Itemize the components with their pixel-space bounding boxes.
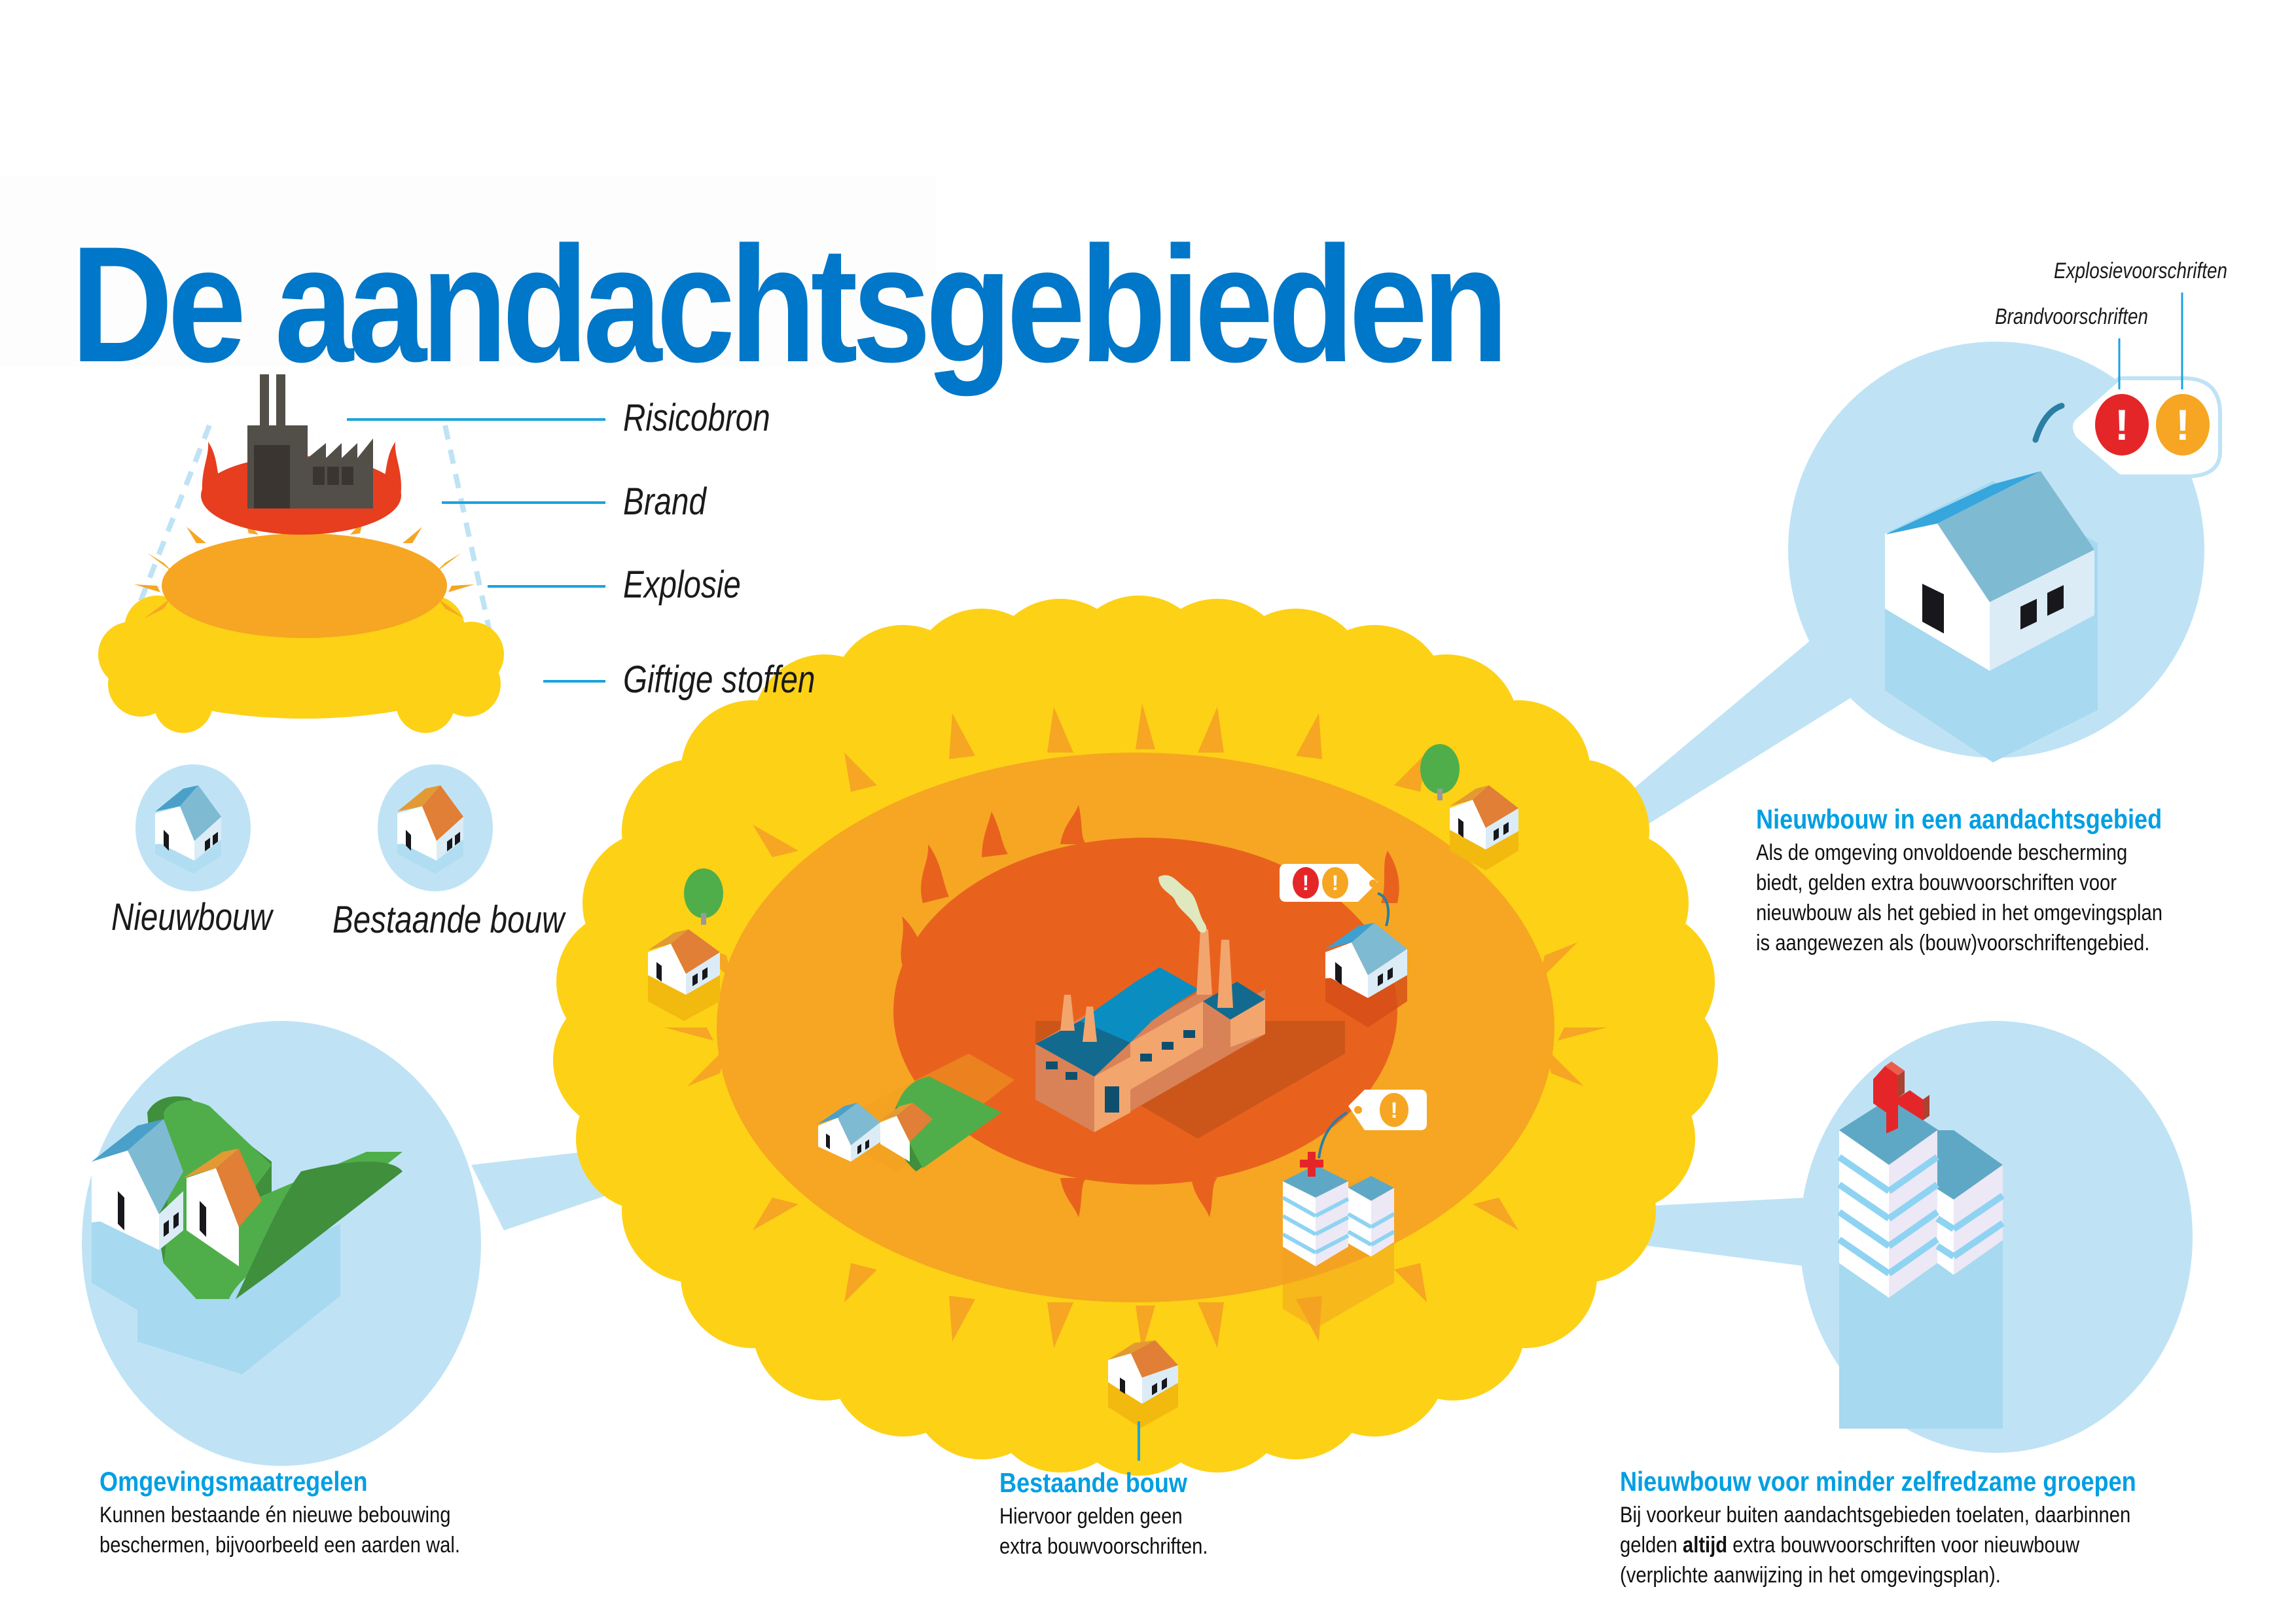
heading-minder-zelfredzaam: Nieuwbouw voor minder zelfredzame groepe…	[1620, 1466, 2136, 1497]
legend-label-risicobron: Risicobron	[623, 397, 770, 439]
legend-pyramid	[98, 374, 605, 733]
nieuwbouw-house-central: ! !	[1280, 864, 1407, 1027]
bestaande-bouw-legend-icon	[378, 764, 493, 891]
bubble-omgevingsmaatregelen	[82, 1021, 481, 1466]
svg-text:!: !	[1390, 1098, 1397, 1123]
svg-text:!: !	[1332, 871, 1339, 895]
legend-label-nieuwbouw: Nieuwbouw	[111, 896, 272, 938]
tree-icon-left	[684, 868, 723, 925]
bestaande-house-bottom	[1108, 1340, 1178, 1461]
svg-text:!: !	[2115, 401, 2129, 449]
text-block-nieuwbouw-aandachtsgebied: Nieuwbouw in een aandachtsgebied Als de …	[1756, 804, 2162, 958]
bestaande-house-top-right	[1450, 785, 1518, 870]
legend-label-giftige-stoffen: Giftige stoffen	[623, 658, 816, 701]
tree-icon-top-right	[1420, 744, 1460, 800]
body-text: extra bouwvoorschriften voor nieuwbouw	[1727, 1533, 2080, 1558]
emphasis-altijd: altijd	[1682, 1533, 1728, 1558]
body-line: nieuwbouw als het gebied in het omgeving…	[1756, 901, 2162, 926]
tag-brand-explosie-large: ! !	[2055, 376, 2222, 478]
legend-label-bestaande-bouw: Bestaande bouw	[332, 899, 565, 941]
body-bestaande-bouw: Hiervoor gelden geen extra bouwvoorschri…	[999, 1501, 1208, 1561]
title-panel-background	[0, 177, 936, 366]
body-omgevingsmaatregelen: Kunnen bestaande én nieuwe bebouwing bes…	[99, 1500, 460, 1560]
bubble-nieuwbouw-aandachtsgebied: ! !	[1788, 293, 2222, 762]
hospital-central: !	[1282, 1090, 1427, 1329]
heading-bestaande-bouw: Bestaande bouw	[999, 1467, 1188, 1498]
body-line: (verplichte aanwijzing in het omgevingsp…	[1620, 1563, 2001, 1588]
label-brandvoorschriften: Brandvoorschriften	[1995, 304, 2149, 329]
nieuwbouw-legend-icon	[135, 764, 251, 891]
body-line: Als de omgeving onvoldoende bescherming	[1756, 840, 2128, 866]
heading-omgevingsmaatregelen: Omgevingsmaatregelen	[99, 1466, 368, 1497]
body-line: Kunnen bestaande én nieuwe bebouwing	[99, 1503, 451, 1528]
body-minder-zelfredzaam: Bij voorkeur buiten aandachtsgebieden to…	[1620, 1500, 2136, 1590]
red-cross-icon	[1873, 1061, 1929, 1133]
body-nieuwbouw-aandachtsgebied: Als de omgeving onvoldoende bescherming …	[1756, 838, 2162, 958]
factory-risicobron-icon	[1035, 875, 1345, 1139]
body-line: beschermen, bijvoorbeeld een aarden wal.	[99, 1533, 461, 1558]
legend-label-brand: Brand	[623, 480, 706, 523]
body-line: biedt, gelden extra bouwvoorschriften vo…	[1756, 870, 2117, 896]
risicobron-factory-icon	[247, 374, 373, 508]
label-explosievoorschriften: Explosievoorschriften	[2054, 259, 2227, 283]
central-tag-explosie: !	[1348, 1090, 1427, 1130]
text-block-minder-zelfredzaam: Nieuwbouw voor minder zelfredzame groepe…	[1620, 1466, 2136, 1590]
brand-warning-icon	[2095, 394, 2149, 455]
body-line: Bij voorkeur buiten aandachtsgebieden to…	[1620, 1503, 2131, 1528]
legend-label-explosie: Explosie	[623, 563, 741, 606]
body-line: extra bouwvoorschriften.	[999, 1534, 1208, 1560]
heading-nieuwbouw-aandachtsgebied: Nieuwbouw in een aandachtsgebied	[1756, 804, 2162, 834]
body-line: Hiervoor gelden geen	[999, 1504, 1183, 1529]
svg-text:!: !	[2176, 401, 2190, 449]
text-block-bestaande-bouw: Bestaande bouw Hiervoor gelden geen extr…	[999, 1467, 1208, 1561]
svg-text:!: !	[1302, 871, 1310, 895]
body-text: gelden	[1620, 1533, 1683, 1558]
explosie-burst-icon	[134, 520, 475, 638]
body-line: gelden altijd extra bouwvoorschriften vo…	[1620, 1530, 2136, 1560]
bestaande-house-left	[648, 929, 720, 1021]
text-block-omgevingsmaatregelen: Omgevingsmaatregelen Kunnen bestaande én…	[99, 1466, 460, 1560]
explosie-warning-icon	[2156, 394, 2210, 455]
body-line: is aangewezen als (bouw)voorschriftengeb…	[1756, 931, 2150, 956]
houses-with-earthen-wall-central	[818, 1054, 1014, 1171]
central-tag-brand-explosie: ! !	[1280, 864, 1378, 902]
central-hazard-map: ! !	[553, 596, 1718, 1476]
bubble-minder-zelfredzaam	[1800, 1021, 2193, 1453]
page-title: De aandachtsgebieden	[71, 213, 1509, 397]
